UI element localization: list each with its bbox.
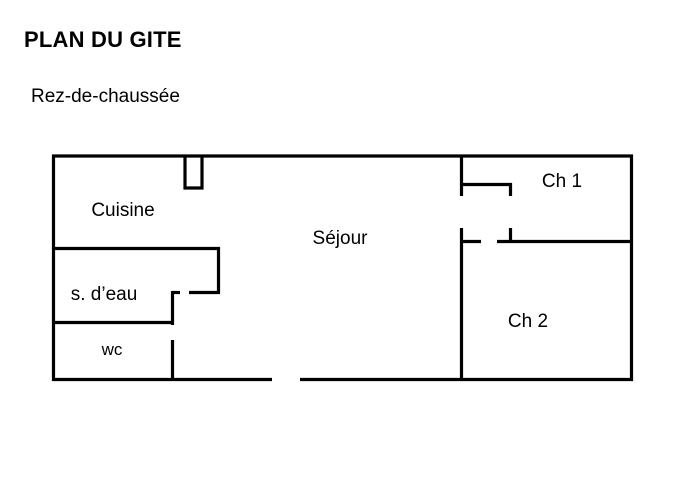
room-label-ch1: Ch 1 bbox=[541, 171, 583, 192]
page-title: PLAN DU GITE bbox=[24, 27, 182, 52]
room-label-sejour: Séjour bbox=[312, 228, 368, 249]
room-label-ch2: Ch 2 bbox=[507, 311, 549, 332]
chimney-flue bbox=[183, 156, 204, 190]
room-label-cuisine: Cuisine bbox=[91, 200, 155, 221]
room-label-s-deau: s. d’eau bbox=[70, 284, 138, 305]
floor-subtitle: Rez-de-chaussée bbox=[31, 86, 180, 107]
room-label-wc: wc bbox=[101, 340, 123, 359]
